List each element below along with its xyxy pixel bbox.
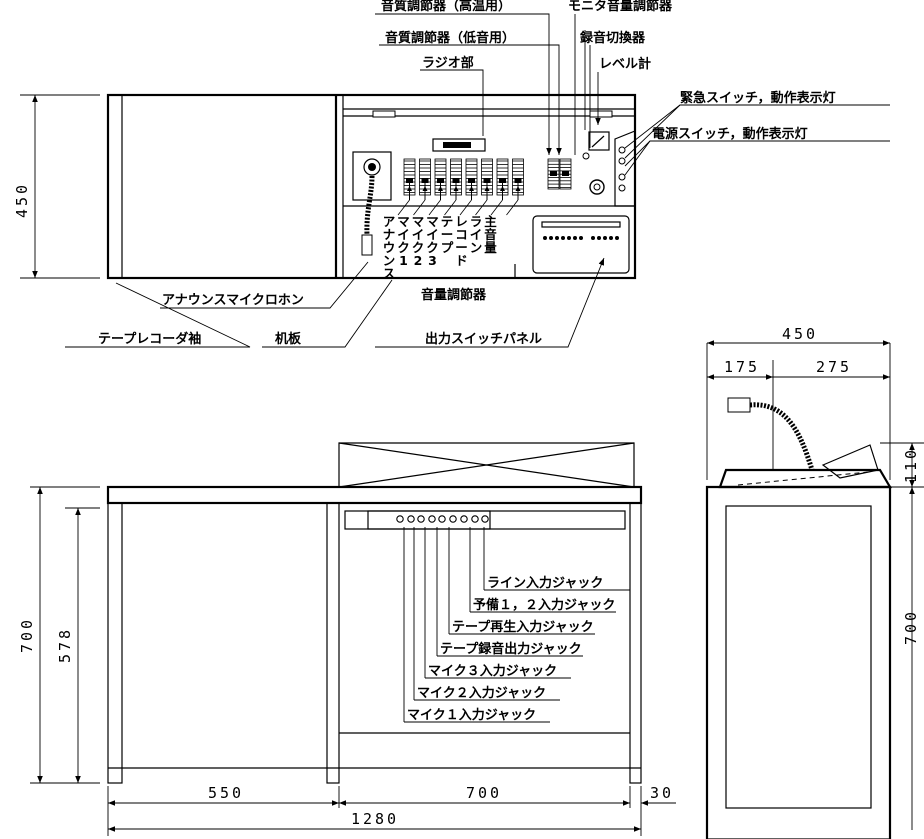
fader-label-1: アナウンス xyxy=(383,214,396,281)
fader-1 xyxy=(397,158,416,216)
label-tape-sleeve: テープレコーダ袖 xyxy=(98,331,201,347)
fader-5 xyxy=(459,158,478,216)
jack-labels: ライン入力ジャック予備１，２入力ジャックテープ再生入力ジャックテープ録音出力ジャ… xyxy=(407,575,615,723)
output-switch-7 xyxy=(579,236,583,240)
plan-view xyxy=(30,442,676,836)
label-radio: ラジオ部 xyxy=(422,55,474,71)
dim-plan-total: 1280 xyxy=(351,810,399,828)
dim-plan-mid: 700 xyxy=(466,784,502,802)
rec-switch-knob xyxy=(582,152,590,160)
tone-control-1 xyxy=(547,158,560,190)
label-monitor-volume: モニタ音量調節器 xyxy=(568,0,673,14)
output-switch-4 xyxy=(561,236,565,240)
jack-7 xyxy=(460,515,468,523)
label-output-panel: 出力スイッチパネル xyxy=(425,331,542,347)
front-leaders xyxy=(65,13,890,348)
output-switch-10 xyxy=(597,236,601,240)
output-switch-11 xyxy=(603,236,607,240)
jack-9 xyxy=(481,515,489,523)
level-meter xyxy=(588,131,610,151)
fader-7 xyxy=(490,158,509,216)
jack-3 xyxy=(417,515,425,523)
label-desk-top: 机板 xyxy=(275,331,302,347)
output-switch-13 xyxy=(615,236,619,240)
jack-label-2: 予備１，２入力ジャック xyxy=(473,597,615,613)
dim-plan-right: 30 xyxy=(650,784,674,802)
tone-control-2 xyxy=(559,158,572,190)
dim-front-height: 450 xyxy=(13,182,31,218)
radio-unit xyxy=(432,138,486,152)
announce-mic xyxy=(352,151,392,256)
monitor-knob xyxy=(589,179,605,195)
fader-6 xyxy=(475,158,493,216)
jack-row xyxy=(396,515,489,523)
dim-side-a: 175 xyxy=(724,358,760,376)
fader-label-8: 主音量 xyxy=(484,214,497,255)
fader-2 xyxy=(413,158,431,216)
tone-controls xyxy=(547,158,572,190)
output-switch-panel xyxy=(532,215,630,274)
output-switch-12 xyxy=(609,236,613,240)
jack-label-5: マイク３入力ジャック xyxy=(428,663,557,679)
fader-4 xyxy=(444,158,462,216)
side-view xyxy=(705,340,924,839)
label-tone-low: 音質調節器（低音用） xyxy=(385,30,515,46)
jack-leaders xyxy=(403,527,630,723)
label-level-meter: レベル計 xyxy=(599,56,651,72)
dim-side-top: 110 xyxy=(902,447,920,483)
jack-8 xyxy=(471,515,479,523)
fader-label-5: テープ xyxy=(441,214,454,255)
jack-label-1: ライン入力ジャック xyxy=(487,575,603,591)
output-switch-1 xyxy=(543,236,547,240)
jack-label-7: マイク１入力ジャック xyxy=(407,707,536,723)
output-switch-6 xyxy=(573,236,577,240)
label-rec-switch: 録音切換器 xyxy=(580,30,646,46)
fader-group xyxy=(397,158,524,216)
label-tone-high: 音質調節器（高温用） xyxy=(381,0,511,14)
fader-8 xyxy=(506,158,524,216)
dim-side-b: 275 xyxy=(816,358,852,376)
jack-1 xyxy=(396,515,404,523)
dim-side-height: 700 xyxy=(902,609,920,645)
dim-side-width: 450 xyxy=(782,325,818,343)
dim-plan-height: 700 xyxy=(18,617,36,653)
jack-4 xyxy=(428,515,436,523)
label-volume-controls: 音量調節器 xyxy=(421,287,487,303)
indicator-lamps xyxy=(618,146,626,192)
fader-label-6: レコード xyxy=(455,214,468,268)
fader-3 xyxy=(428,158,447,216)
output-switch-2 xyxy=(549,236,553,240)
front-height-dim xyxy=(20,94,100,279)
output-switch-9 xyxy=(591,236,595,240)
jack-6 xyxy=(449,515,457,523)
jack-label-4: テープ録音出力ジャック xyxy=(440,641,582,657)
label-power-switch: 電源スイッチ，動作表示灯 xyxy=(652,126,808,142)
jack-label-3: テープ再生入力ジャック xyxy=(452,619,594,635)
fader-label-7: ライン xyxy=(470,214,483,255)
side-mic xyxy=(727,397,815,471)
output-switch-3 xyxy=(555,236,559,240)
label-emergency-switch: 緊急スイッチ，動作表示灯 xyxy=(680,90,836,106)
output-switch-5 xyxy=(567,236,571,240)
jack-label-6: マイク２入力ジャック xyxy=(417,685,546,701)
jack-5 xyxy=(438,515,446,523)
dim-plan-inner: 578 xyxy=(56,627,74,663)
label-announce-mic: アナウンスマイクロホン xyxy=(162,293,304,308)
jack-2 xyxy=(407,515,415,523)
labels: 音質調節器（高温用） モニタ音量調節器 音質調節器（低音用） 録音切換器 ラジオ… xyxy=(13,0,920,828)
dim-plan-left: 550 xyxy=(208,784,244,802)
